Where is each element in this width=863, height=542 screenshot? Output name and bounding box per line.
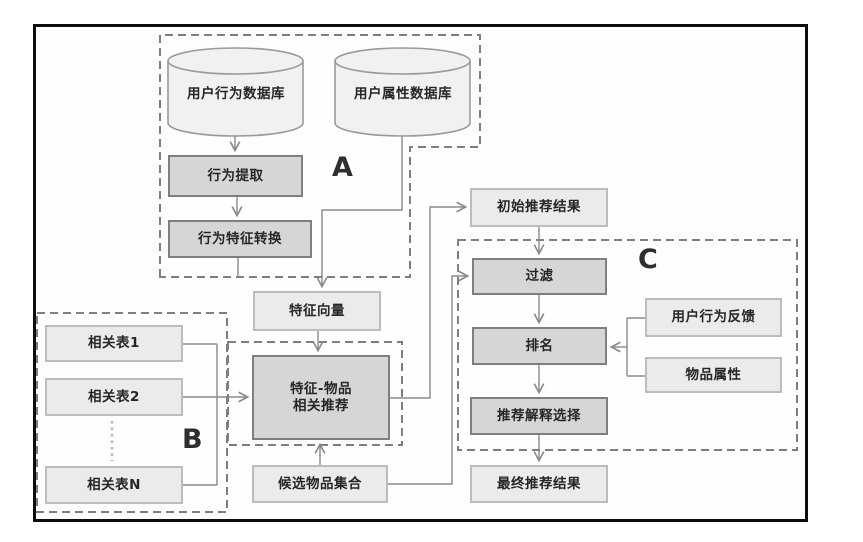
user-attribute-db-shape [334, 47, 471, 137]
user-behavior-db-shape [167, 47, 304, 137]
node-user-behavior-feedback: 用户行为反馈 [645, 298, 782, 337]
group-a-outline [159, 34, 481, 278]
node-related-table-1: 相关表1 [45, 325, 183, 362]
node-initial-recommendation-results: 初始推荐结果 [470, 188, 608, 227]
node-feature-item-recommendation: 特征-物品 相关推荐 [252, 355, 390, 440]
database-cylinders [167, 47, 471, 137]
group-label-a: A [332, 152, 353, 183]
node-related-table-2: 相关表2 [45, 378, 183, 416]
node-candidate-item-set: 候选物品集合 [252, 465, 388, 503]
node-ranking: 排名 [472, 327, 607, 365]
node-item-attributes: 物品属性 [645, 357, 782, 393]
node-related-table-n: 相关表N [45, 466, 183, 504]
group-label-b: B [182, 424, 203, 455]
group-c-outline [457, 239, 798, 451]
group-label-c: C [638, 244, 658, 275]
node-feature-vector: 特征向量 [253, 291, 381, 331]
node-user-attribute-db: 用户属性数据库 [354, 86, 452, 102]
node-explanation-selection: 推荐解释选择 [470, 397, 608, 435]
node-behavior-feature-conversion: 行为特征转换 [168, 220, 312, 258]
node-filtering: 过滤 [472, 258, 607, 295]
node-user-behavior-db: 用户行为数据库 [187, 86, 285, 102]
node-final-recommendation-results: 最终推荐结果 [470, 465, 608, 503]
node-behavior-extraction: 行为提取 [168, 155, 303, 197]
